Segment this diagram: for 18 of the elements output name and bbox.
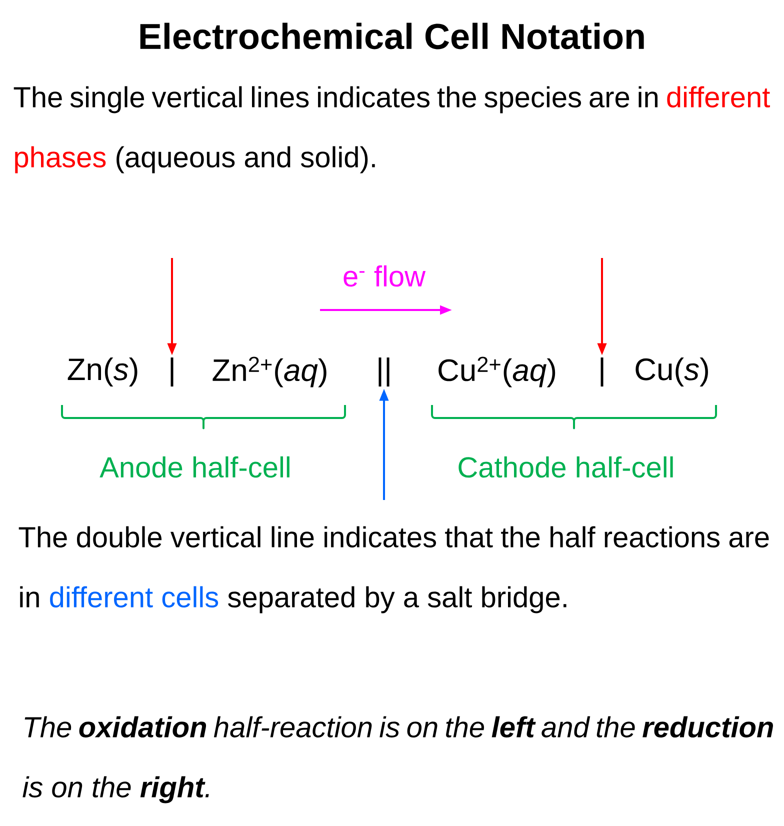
notation-term: Cu$^{2+}$(aq) xyxy=(438,356,556,388)
paragraph: The single vertical lines indicates the species are in different phases (aqueous and solid). xyxy=(14,86,770,174)
notation-term: | xyxy=(170,357,174,387)
notation-term: Zn(s) xyxy=(68,358,138,386)
notation-term: || xyxy=(378,357,390,387)
paragraph: The double vertical line indicates that the half reactions are in different cells separated by a salt bridge. xyxy=(18,526,769,614)
label: (aqueous and solid). xyxy=(116,146,375,174)
notation-term: | xyxy=(600,357,604,387)
label: The single vertical lines indicates the species are in xyxy=(14,86,658,114)
bracket-label: Anode half-cell xyxy=(100,456,290,478)
label: different xyxy=(667,86,770,108)
flow-label: e$^{-}$ flow xyxy=(344,265,426,287)
title: Electrochemical Cell Notation xyxy=(140,22,644,50)
paragraph: The oxidation half-reaction is on the left and the reduction is on the right. xyxy=(22,716,773,804)
notation-term: Zn$^{2+}$(aq) xyxy=(212,356,326,388)
bracket-label: Cathode half-cell xyxy=(458,456,673,478)
label: phases xyxy=(15,146,106,174)
notation-term: Cu(s) xyxy=(636,358,708,386)
